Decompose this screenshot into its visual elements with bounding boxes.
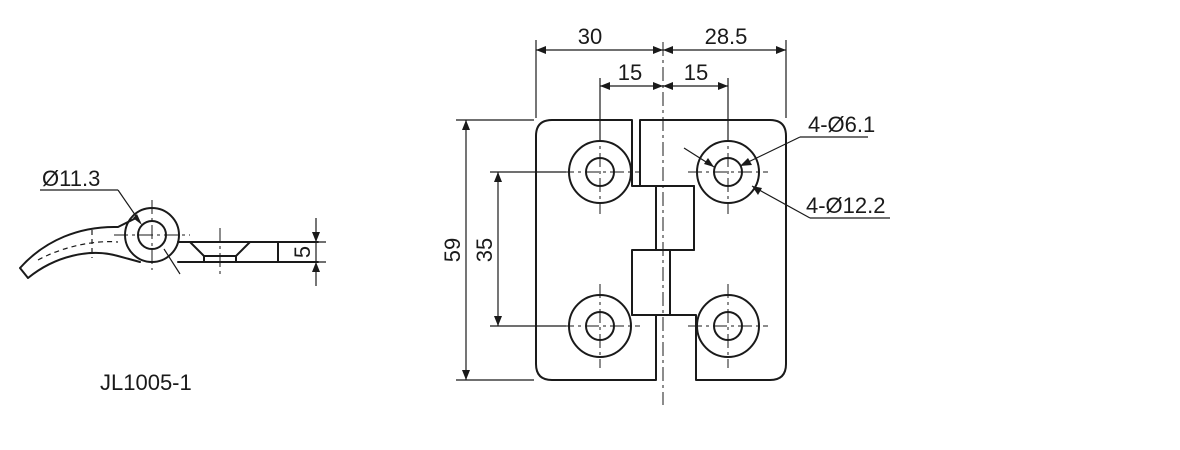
dim-label-30: 30 bbox=[578, 24, 602, 49]
dim-28-5-arrow-right bbox=[776, 46, 786, 54]
hole-top-right bbox=[688, 128, 768, 214]
dim-15-left-arrow-a bbox=[600, 82, 610, 90]
dim-15-left-arrow-b bbox=[653, 82, 663, 90]
pin-diameter-arrow bbox=[133, 214, 142, 225]
dim-label-15-left: 15 bbox=[618, 60, 642, 85]
front-view: 30 28.5 15 15 59 35 4-Ø6.1 bbox=[440, 24, 890, 405]
dim-59-arrow-bottom bbox=[462, 370, 470, 380]
counterbore-label: 4-Ø12.2 bbox=[806, 193, 886, 218]
knuckle-seam bbox=[631, 185, 695, 316]
dim-15-right-arrow-a bbox=[663, 82, 673, 90]
dim-35-arrow-top bbox=[494, 172, 502, 182]
side-leaf-hidden-line bbox=[37, 241, 119, 261]
side-leaf-outline bbox=[19, 217, 141, 279]
hole-dia-leader-slant bbox=[739, 136, 801, 167]
dim-59-arrow-top bbox=[462, 120, 470, 130]
thickness-arrow-bottom bbox=[312, 262, 320, 272]
hole-dia-arrow-in bbox=[704, 158, 714, 167]
hole-dia-arrow bbox=[740, 158, 752, 166]
hole-bottom-left bbox=[560, 284, 640, 368]
dim-label-28-5: 28.5 bbox=[705, 24, 748, 49]
dim-28-5-arrow-left bbox=[663, 46, 673, 54]
counterbore-leader-slant bbox=[751, 185, 811, 219]
side-view: Ø11.3 5 bbox=[19, 166, 326, 286]
side-straight-leaf bbox=[177, 241, 319, 263]
dim-label-35: 35 bbox=[472, 238, 497, 262]
pin-diameter-label: Ø11.3 bbox=[42, 166, 100, 191]
dim-30-arrow-right bbox=[653, 46, 663, 54]
thickness-arrow-top bbox=[312, 232, 320, 242]
pin-diameter-leader-out bbox=[163, 248, 181, 275]
hole-dia-label: 4-Ø6.1 bbox=[808, 112, 875, 137]
counterbore-arrow bbox=[752, 186, 762, 195]
model-label: JL1005-1 bbox=[100, 370, 192, 395]
hole-top-left bbox=[560, 128, 640, 214]
dim-35-arrow-bottom bbox=[494, 316, 502, 326]
dim-label-15-right: 15 bbox=[684, 60, 708, 85]
hole-bottom-right bbox=[688, 284, 768, 368]
dim-15-right-arrow-b bbox=[718, 82, 728, 90]
left-leaf-outline bbox=[535, 119, 657, 381]
dim-30-arrow-left bbox=[536, 46, 546, 54]
thickness-label: 5 bbox=[290, 246, 315, 258]
dim-label-59: 59 bbox=[440, 238, 465, 262]
